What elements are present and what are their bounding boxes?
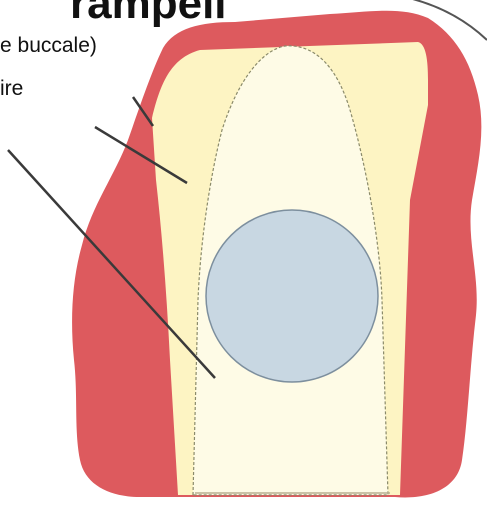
implant-circle	[206, 210, 378, 382]
label-buccal: e buccale)	[0, 35, 97, 56]
label-second: ire	[0, 78, 23, 99]
diagram-title-fragment: rampell	[70, 0, 227, 26]
